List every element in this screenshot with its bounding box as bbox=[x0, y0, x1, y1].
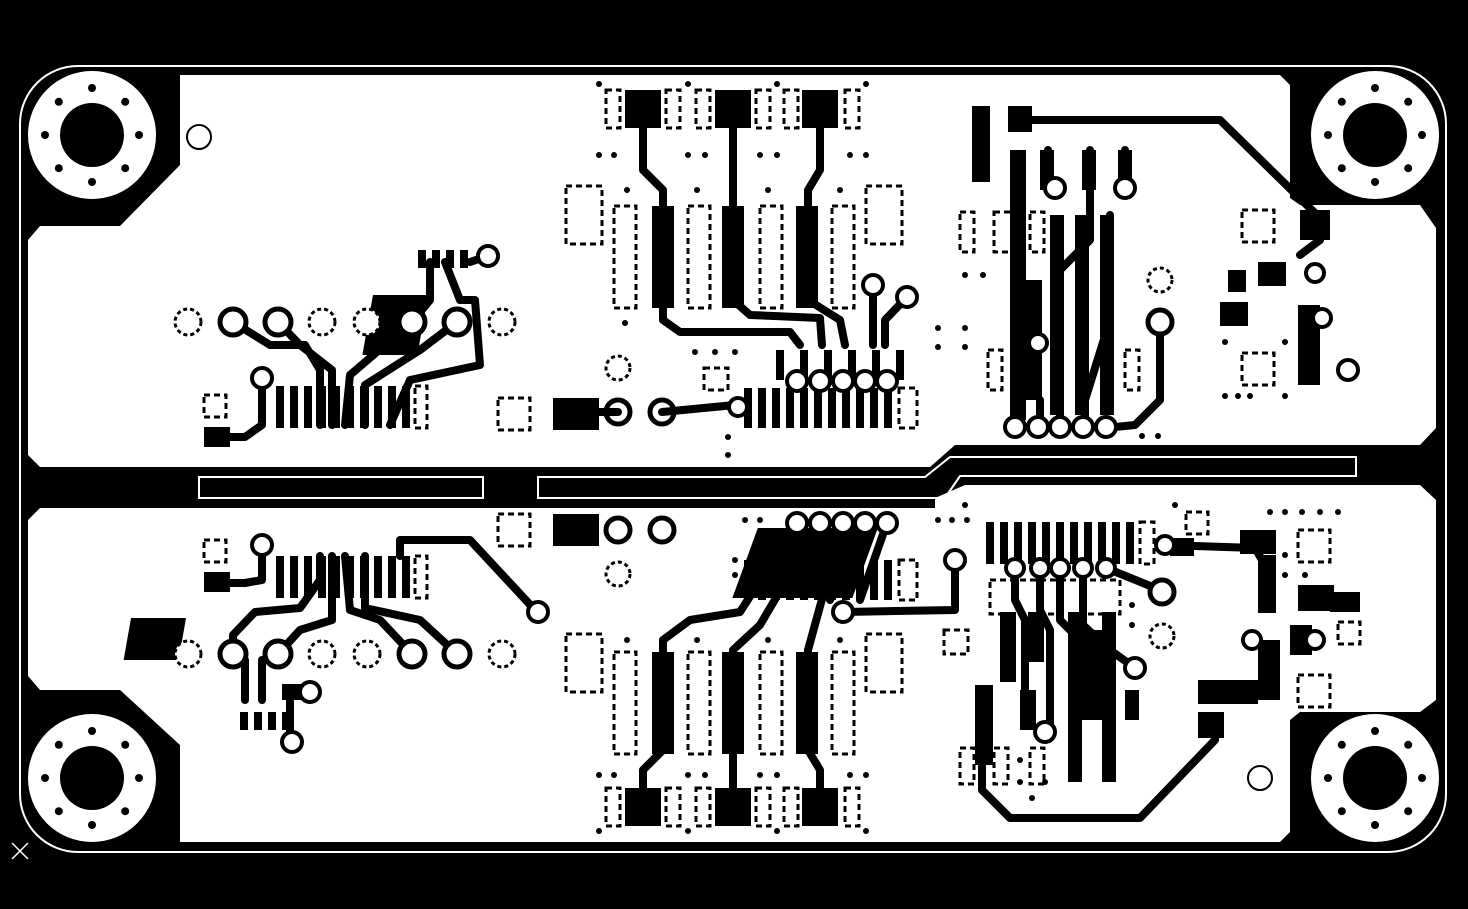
mounting-via-dot bbox=[1337, 807, 1346, 816]
mounting-via-dot bbox=[54, 807, 63, 816]
mounting-via-dot bbox=[1371, 178, 1379, 186]
board-outline bbox=[19, 65, 1447, 853]
header-row-top bbox=[173, 244, 517, 390]
smd-row-bottom-center bbox=[744, 511, 970, 656]
pad-top-mid-c bbox=[702, 366, 730, 392]
smd-row-top-left bbox=[276, 250, 468, 430]
smd-row-bottom-left bbox=[240, 554, 429, 730]
mounting-hole-bottom-right-drill bbox=[1343, 746, 1407, 810]
mounting-hole-vias bbox=[41, 84, 1426, 829]
mounting-via-dot bbox=[1404, 164, 1413, 173]
header-row-bottom bbox=[173, 533, 550, 754]
smd-cluster-top-right bbox=[958, 106, 1360, 439]
mounting-via-dot bbox=[1324, 774, 1332, 782]
mounting-via-dot bbox=[121, 164, 130, 173]
pad-bottom-mid-a bbox=[496, 512, 532, 548]
via-top-mid-c bbox=[604, 354, 632, 382]
mounting-via-dot bbox=[1337, 164, 1346, 173]
mounting-via-dot bbox=[1371, 84, 1379, 92]
pad-top-left-b bbox=[204, 427, 230, 447]
pad-bottom-left-c bbox=[282, 684, 302, 700]
pcb-panel-bottom bbox=[28, 485, 1439, 842]
copper-fill-bottom-left bbox=[123, 618, 187, 660]
mounting-hole-top-left-drill bbox=[60, 103, 124, 167]
mounting-via-dot bbox=[1337, 97, 1346, 106]
smd-cluster-bottom-right bbox=[958, 510, 1362, 786]
pad-bottom-left-b bbox=[204, 572, 230, 592]
stitching-vias bbox=[596, 81, 1341, 834]
isolation-slot-left bbox=[198, 476, 484, 499]
mounting-via-dot bbox=[1371, 821, 1379, 829]
mounting-via-dot bbox=[54, 97, 63, 106]
fiducial-bottom bbox=[1247, 765, 1273, 791]
mounting-via-dot bbox=[1418, 131, 1426, 139]
mounting-via-dot bbox=[135, 131, 143, 139]
isolation-slot-right bbox=[537, 456, 1357, 499]
mounting-via-dot bbox=[1404, 740, 1413, 749]
mounting-via-dot bbox=[1418, 774, 1426, 782]
mounting-via-dot bbox=[1337, 740, 1346, 749]
cross-icon bbox=[11, 842, 29, 860]
pad-bottom-left-a bbox=[202, 538, 228, 564]
mounting-via-dot bbox=[88, 84, 96, 92]
mounting-via-dot bbox=[41, 131, 49, 139]
mounting-via-dot bbox=[54, 740, 63, 749]
mounting-via-dot bbox=[1324, 131, 1332, 139]
fiducial-top bbox=[186, 124, 212, 150]
mounting-via-dot bbox=[121, 740, 130, 749]
via-bottom-mid-c bbox=[604, 560, 632, 588]
smd-row-top-center bbox=[727, 273, 919, 430]
mounting-via-dot bbox=[88, 178, 96, 186]
mounting-via-dot bbox=[54, 164, 63, 173]
mounting-via-dot bbox=[1371, 727, 1379, 735]
mounting-via-dot bbox=[135, 774, 143, 782]
pad-bottom-mid-b bbox=[553, 514, 599, 546]
mounting-via-dot bbox=[1404, 97, 1413, 106]
mounting-hole-top-right-drill bbox=[1343, 103, 1407, 167]
via-bottom-mid-a bbox=[603, 515, 633, 545]
mounting-via-dot bbox=[121, 807, 130, 816]
mounting-via-dot bbox=[41, 774, 49, 782]
mounting-via-dot bbox=[1404, 807, 1413, 816]
pad-top-mid-b bbox=[553, 398, 599, 430]
mounting-via-dot bbox=[88, 727, 96, 735]
mounting-via-dot bbox=[121, 97, 130, 106]
pad-top-mid-a bbox=[496, 396, 532, 432]
via-bottom-mid-b bbox=[647, 515, 677, 545]
trace-top-mid bbox=[595, 401, 739, 416]
pad-top-left-a bbox=[202, 393, 228, 419]
trace-group-top-center bbox=[639, 124, 911, 349]
pcb-panel-top bbox=[28, 71, 1439, 467]
mounting-via-dot bbox=[88, 821, 96, 829]
mounting-hole-bottom-left-drill bbox=[60, 746, 124, 810]
